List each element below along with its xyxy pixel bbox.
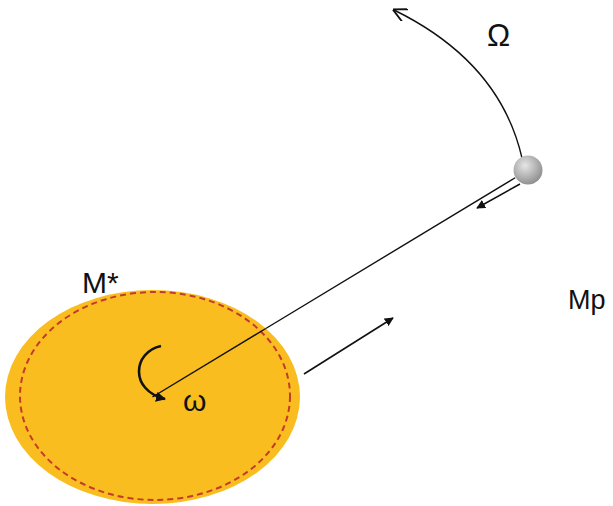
planet-body bbox=[514, 156, 543, 185]
planet-node: Mp bbox=[513, 155, 543, 185]
radius-line bbox=[153, 329, 266, 398]
radius-connector bbox=[266, 178, 515, 329]
orbit-arrow bbox=[394, 10, 522, 158]
force-arrow bbox=[304, 318, 393, 374]
star-node: M*ω bbox=[5, 290, 300, 504]
star-body bbox=[5, 290, 300, 504]
equilibrium-outline bbox=[20, 292, 290, 500]
star-shape bbox=[5, 290, 300, 504]
spin-arrow bbox=[139, 346, 165, 399]
planet-shape bbox=[513, 155, 543, 185]
planet-mass-label: Mp bbox=[568, 287, 606, 314]
orbit-rate-label: Ω bbox=[487, 20, 510, 51]
spin-label: ω bbox=[183, 386, 206, 416]
star-mass-label: M* bbox=[82, 268, 119, 298]
